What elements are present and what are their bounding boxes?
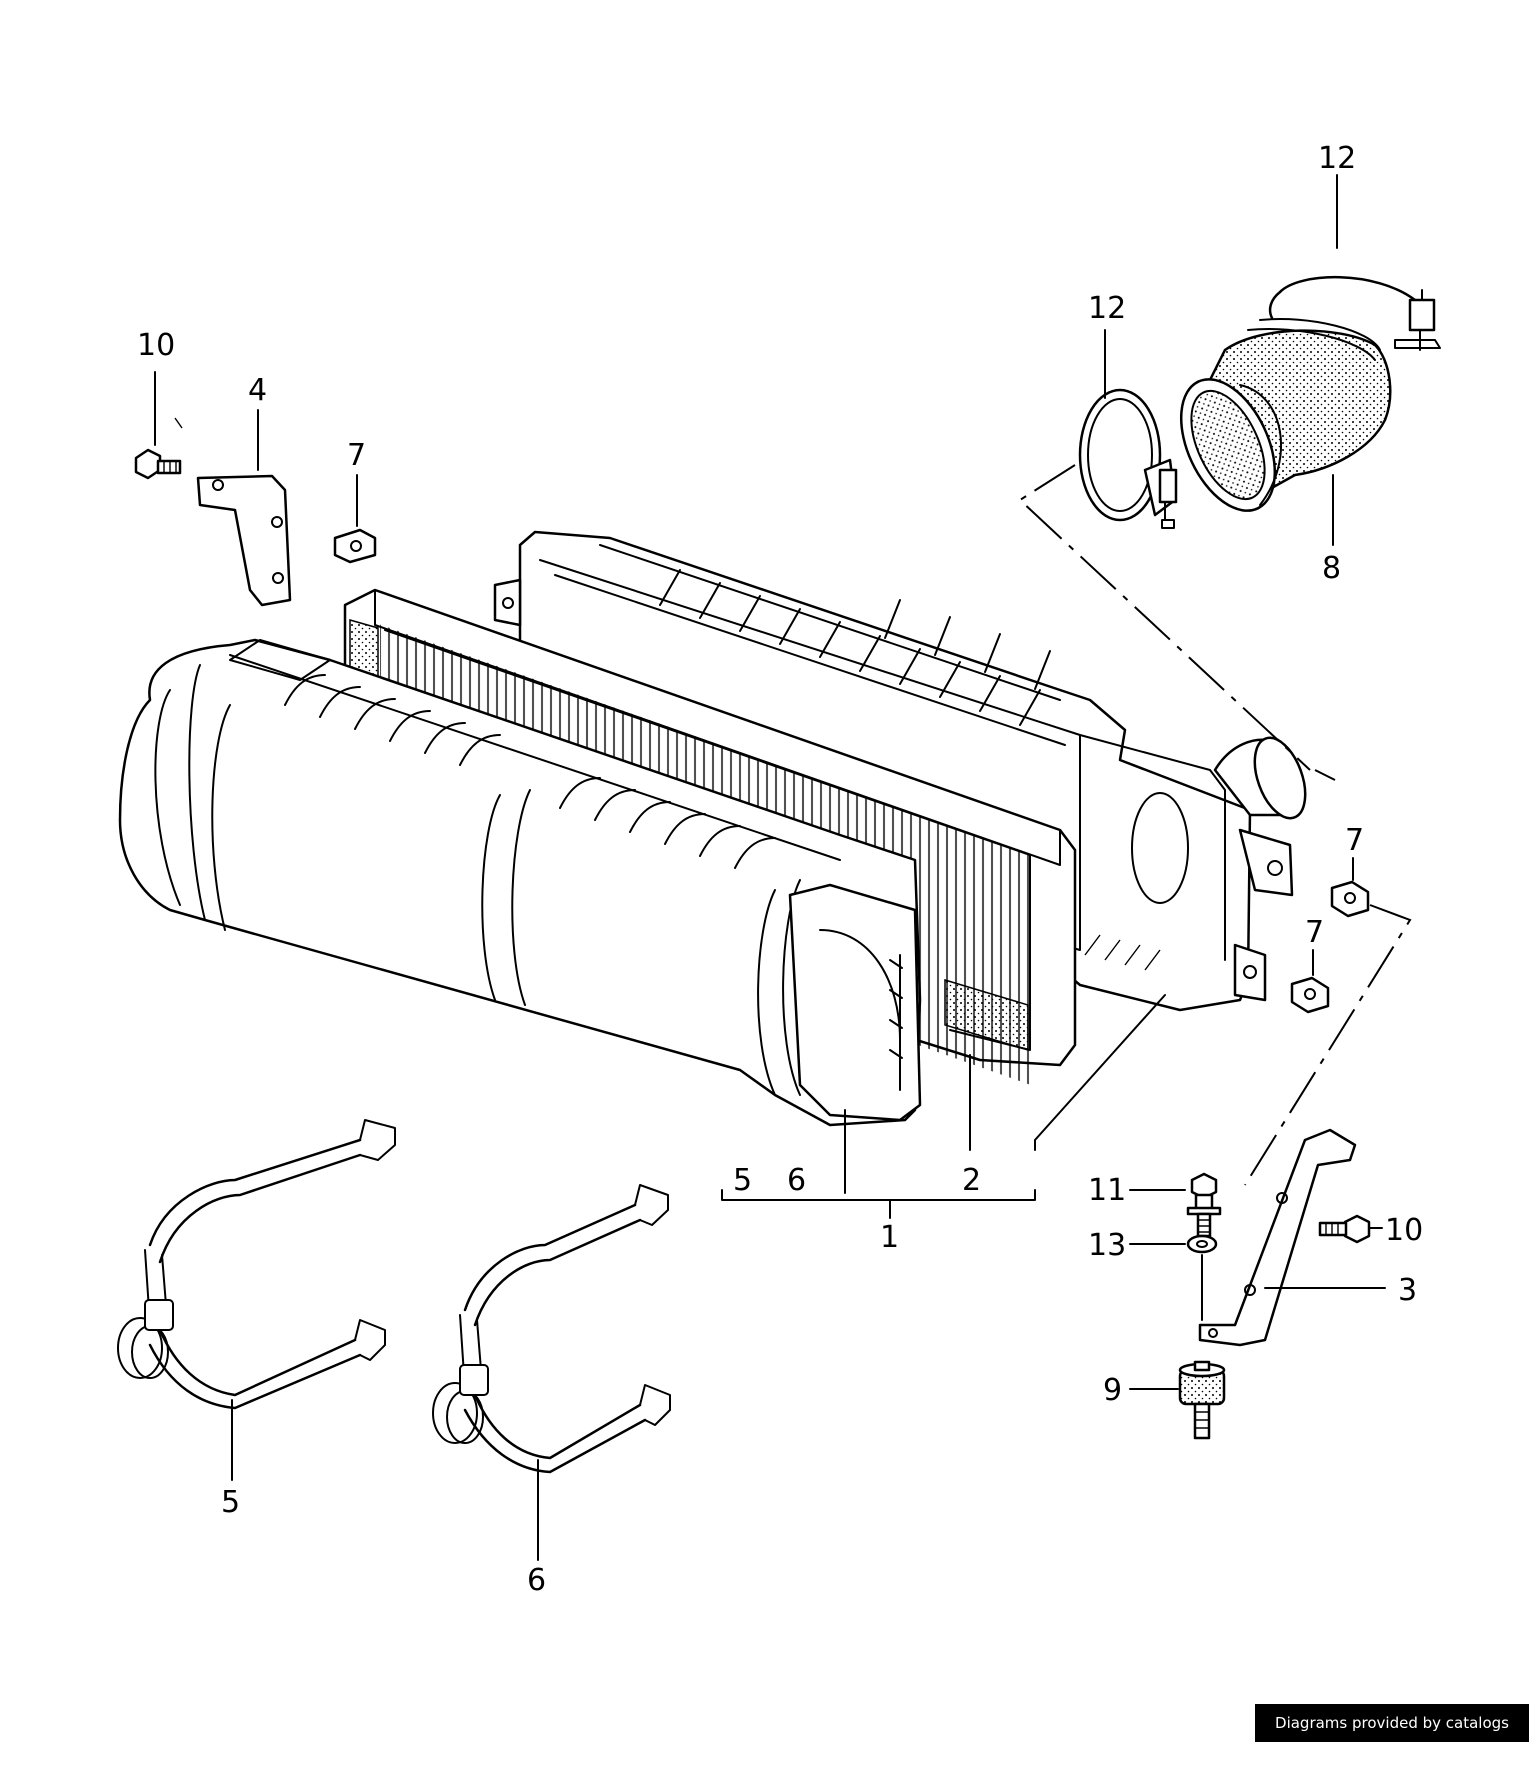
rubber-mount-9 (1178, 1360, 1226, 1440)
upper-housing-ribs (284, 674, 776, 869)
strap-5 (117, 1119, 396, 1410)
callout-2: 2 (962, 1163, 981, 1198)
clip-upper-left (333, 528, 377, 564)
hose-clamp-upper (1268, 275, 1441, 351)
callout-1: 1 (880, 1220, 899, 1255)
callout-9: 9 (1103, 1373, 1122, 1408)
callout-12-left: 12 (1088, 291, 1126, 326)
callout-5-bracket: 5 (733, 1163, 752, 1198)
callout-8: 8 (1322, 551, 1341, 586)
bracket-right (1198, 1128, 1357, 1347)
leader-lines (154, 174, 1412, 1561)
washer-13 (1186, 1234, 1218, 1254)
callout-6-strap: 6 (527, 1563, 546, 1598)
callout-10-right: 10 (1385, 1213, 1423, 1248)
callout-5-strap: 5 (221, 1485, 240, 1520)
air-cleaner-upper-housing (118, 638, 922, 1127)
callout-7-right-upper: 7 (1345, 823, 1364, 858)
callout-7-right-lower: 7 (1305, 915, 1324, 950)
bolt-right-10 (1318, 1214, 1371, 1244)
bolt-upper-left (134, 448, 182, 480)
credit-banner: Diagrams provided by catalogs parts (1255, 1704, 1529, 1770)
bolt-right-11 (1186, 1172, 1222, 1238)
bracket-left (196, 474, 292, 607)
callout-7-top: 7 (347, 438, 366, 473)
lower-housing-ribs (659, 569, 1051, 726)
intake-hose (1179, 318, 1392, 512)
callout-13: 13 (1088, 1228, 1126, 1263)
callout-11: 11 (1088, 1173, 1126, 1208)
clip-right-upper (1330, 880, 1370, 918)
callout-6-bracket: 6 (787, 1163, 806, 1198)
callout-3: 3 (1398, 1273, 1417, 1308)
callout-labels: 10 4 7 12 12 8 7 7 5 6 2 1 11 10 13 3 9 … (137, 141, 1423, 1598)
callout-4: 4 (248, 373, 267, 408)
clip-right-lower (1290, 976, 1330, 1014)
callout-12-top: 12 (1318, 141, 1356, 176)
parts-diagram: 10 4 7 12 12 8 7 7 5 6 2 1 11 10 13 3 9 … (117, 141, 1441, 1598)
strap-6 (432, 1184, 671, 1474)
callout-10-top: 10 (137, 328, 175, 363)
hose-clamp-lower (1078, 388, 1178, 529)
